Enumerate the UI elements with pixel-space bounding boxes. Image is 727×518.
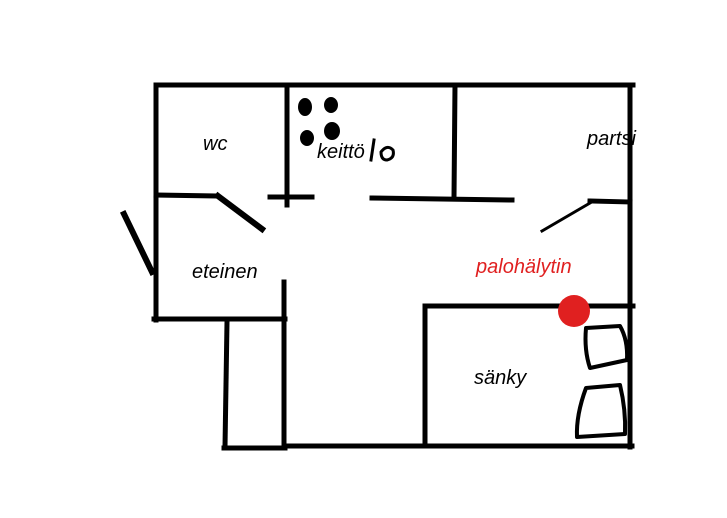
room-label-kitchen: keittö <box>317 141 365 163</box>
doors <box>119 191 593 277</box>
stove-icon <box>298 97 340 146</box>
room-label-wc: wc <box>203 133 228 155</box>
wall-kitchen-bottom <box>369 195 515 203</box>
wall-balcony-bottom <box>587 198 633 205</box>
door-balcony <box>539 200 593 234</box>
smoke-alarm-label: palohälytin <box>476 256 572 278</box>
door-entrance <box>119 209 157 277</box>
wall-closet-left <box>222 319 230 450</box>
door-wc <box>213 191 267 234</box>
wall-wc-bottom <box>153 192 218 199</box>
pillow-icon <box>574 324 630 439</box>
sink-icon <box>369 138 395 162</box>
smoke-alarm-icon <box>558 295 590 327</box>
wall-kitchen-balcony <box>451 82 458 201</box>
room-label-balcony: partsi <box>587 128 636 150</box>
room-label-hallway: eteinen <box>192 261 258 283</box>
bed-label: sänky <box>474 367 527 389</box>
walls <box>151 82 636 451</box>
